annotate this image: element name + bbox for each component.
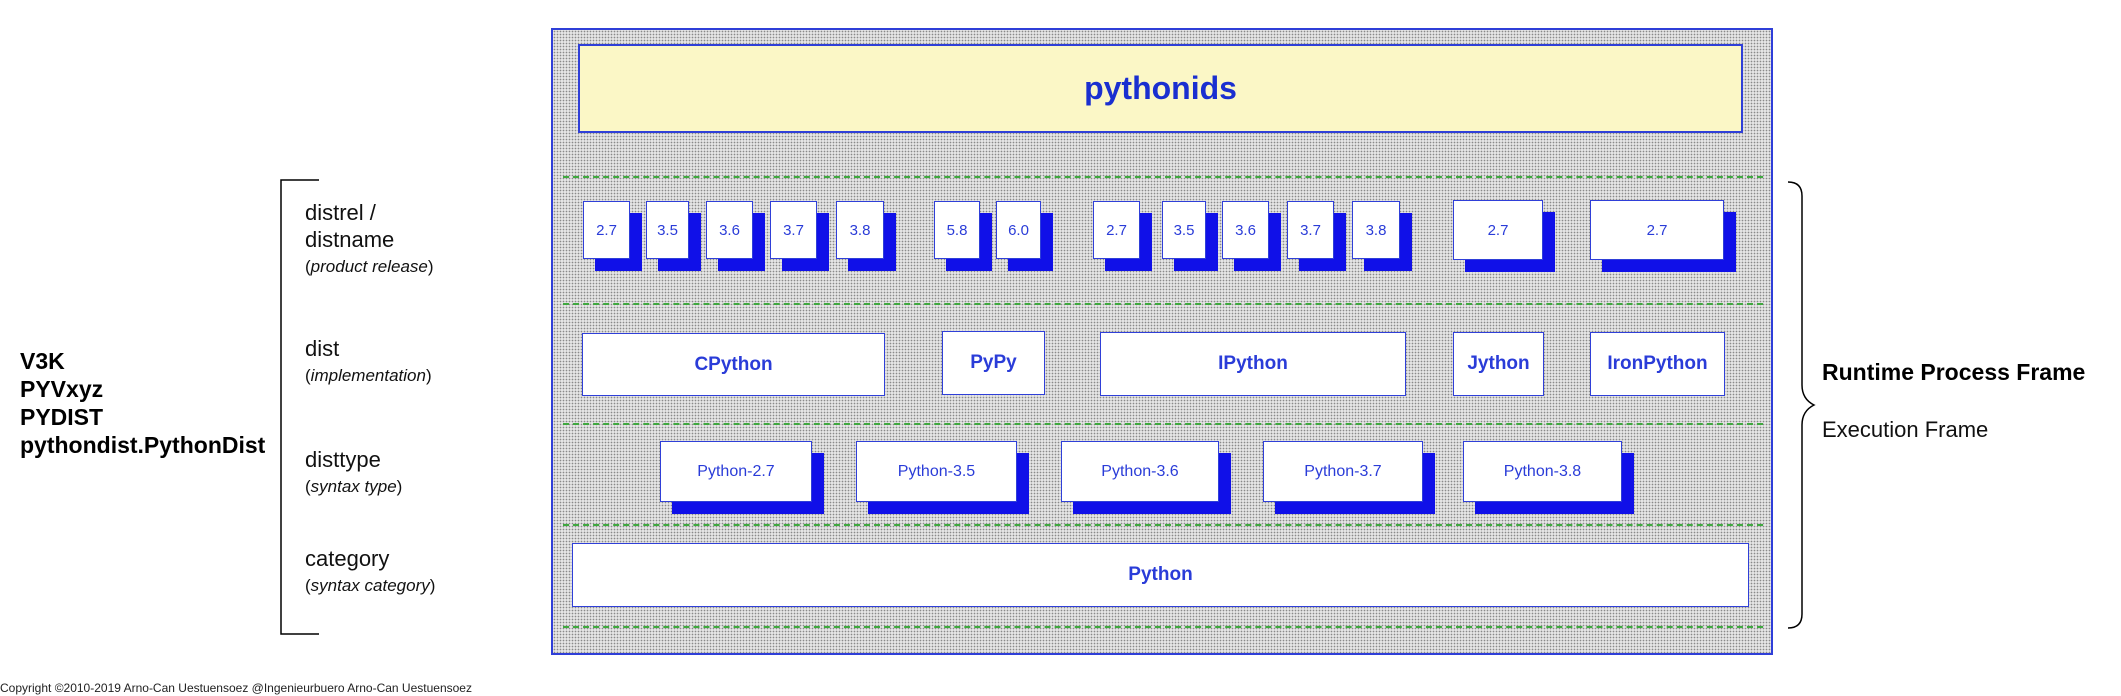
right-brace	[1787, 181, 1816, 629]
syntax-type-box: Python-3.7	[1263, 441, 1423, 502]
diagram-title: pythonids	[578, 44, 1743, 133]
syntax-type-box: Python-2.7	[660, 441, 812, 502]
category-box: Python	[572, 543, 1749, 607]
release-box: 3.6	[706, 201, 753, 259]
implementation-box-jython: Jython	[1453, 332, 1544, 396]
release-box: 2.7	[583, 201, 630, 259]
release-box: 3.8	[836, 201, 884, 259]
release-box: 2.7	[1590, 200, 1724, 260]
release-box: 6.0	[996, 201, 1041, 259]
alias-item: pythondist.PythonDist	[20, 432, 266, 458]
copyright-notice: Copyright ©2010-2019 Arno-Can Uestuensoe…	[0, 681, 472, 695]
label-distrel: distrel / distname (product release)	[305, 200, 434, 276]
syntax-type-box: Python-3.6	[1061, 441, 1219, 502]
runtime-frame-title: Runtime Process Frame	[1822, 359, 2086, 385]
row-separator	[563, 303, 1763, 305]
label-dist: dist (implementation)	[305, 336, 432, 385]
release-box: 5.8	[934, 201, 980, 259]
implementation-box-ipython: IPython	[1100, 332, 1406, 396]
implementation-box-pypy: PyPy	[942, 331, 1045, 395]
release-box: 3.7	[770, 201, 817, 259]
syntax-type-box: Python-3.8	[1463, 441, 1622, 502]
row-separator	[563, 423, 1763, 425]
release-box: 3.7	[1287, 201, 1334, 259]
alias-list: V3K PYVxyz PYDIST pythondist.PythonDist	[20, 347, 265, 459]
syntax-type-box: Python-3.5	[856, 441, 1017, 502]
implementation-box-ironpython: IronPython	[1590, 332, 1725, 396]
release-box: 2.7	[1453, 200, 1543, 260]
row-separator	[563, 524, 1763, 526]
release-box: 3.6	[1222, 201, 1269, 259]
label-category: category (syntax category)	[305, 546, 436, 595]
alias-item: PYVxyz	[20, 376, 104, 402]
label-disttype: disttype (syntax type)	[305, 447, 403, 496]
release-box: 3.5	[646, 201, 689, 259]
release-box: 3.8	[1352, 201, 1400, 259]
implementation-box-cpython: CPython	[582, 333, 885, 396]
left-bracket	[280, 179, 319, 635]
alias-item: PYDIST	[20, 404, 104, 430]
release-box: 3.5	[1162, 201, 1206, 259]
row-separator	[563, 626, 1763, 628]
row-separator	[563, 176, 1763, 178]
alias-item: V3K	[20, 348, 65, 374]
release-box: 2.7	[1093, 201, 1140, 259]
execution-frame-label: Execution Frame	[1822, 417, 1989, 442]
